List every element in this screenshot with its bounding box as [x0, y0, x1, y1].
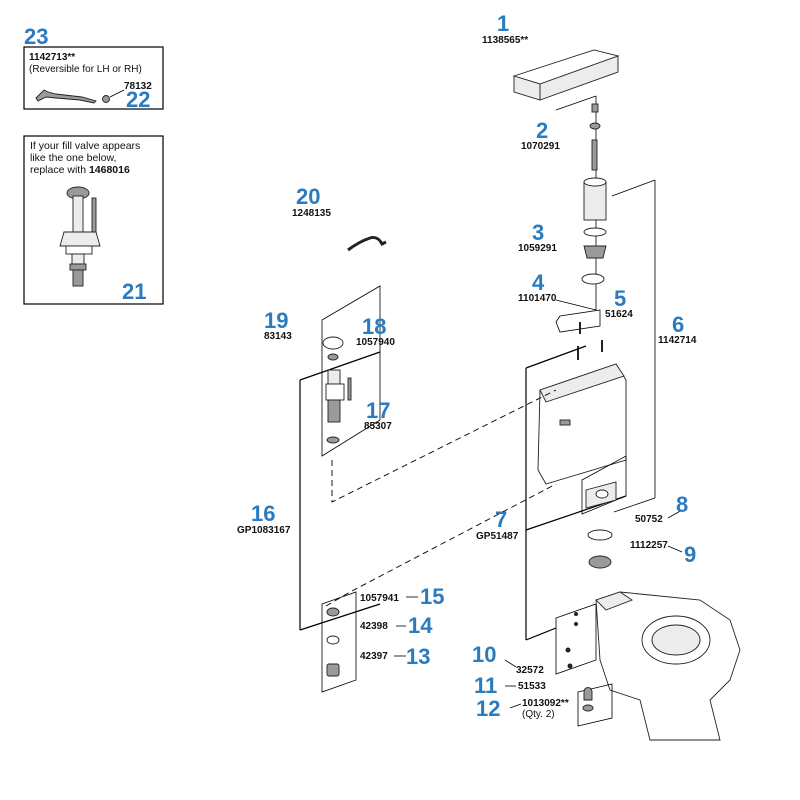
item-6-group: 6 1142714 — [611, 179, 697, 513]
item-16-group: 16 GP1083167 — [237, 501, 291, 536]
fill-valve-icon — [322, 336, 352, 444]
callout-6: 6 — [672, 312, 684, 337]
callout-3: 3 — [532, 220, 544, 245]
toilet-bowl-icon — [595, 591, 741, 741]
item-9-group: 1112257 9 — [588, 540, 696, 569]
item-15-group: 1057941 15 — [326, 584, 444, 617]
part-3: 1059291 — [518, 243, 557, 254]
tank-lid-group: 1 1138565** — [482, 11, 620, 101]
dashed-guides — [325, 389, 557, 607]
callout-11: 11 — [474, 673, 497, 698]
gasket-icon-4 — [581, 273, 605, 285]
part-12-qty: (Qty. 2) — [522, 709, 555, 720]
bracket-icon — [585, 481, 617, 509]
part-20: 1248135 — [292, 208, 331, 219]
fill-valve-frame — [23, 135, 164, 305]
note-line-2: like the one below, — [30, 152, 116, 164]
part-17: 85307 — [364, 421, 392, 432]
callout-2: 2 — [536, 118, 548, 143]
washer-icon-14 — [326, 635, 340, 645]
item-17-group: 17 85307 — [364, 398, 392, 432]
washer-icon-15 — [326, 607, 340, 617]
callout-18: 18 — [362, 314, 386, 339]
callout-13: 13 — [406, 644, 430, 669]
trip-lever-frame — [23, 46, 164, 110]
item-11-group: 11 51533 — [474, 673, 546, 698]
item-4-group: 4 1101470 — [518, 270, 605, 304]
item-8-group: 50752 8 — [587, 492, 688, 541]
part-5: 51624 — [605, 309, 633, 320]
part-4: 1101470 — [518, 293, 557, 304]
part-2: 1070291 — [521, 141, 560, 152]
callout-21: 21 — [122, 279, 146, 304]
bolt-cap-icon — [583, 687, 593, 701]
bowl-hardware-frame — [525, 530, 597, 675]
tank-icon — [537, 363, 627, 485]
part-11: 51533 — [518, 681, 546, 692]
trip-lever-icon — [35, 89, 97, 104]
callout-20: 20 — [296, 184, 320, 209]
refill-tube-group: 20 1248135 — [292, 184, 387, 252]
small-nut-icon — [591, 103, 599, 113]
callout-15: 15 — [420, 584, 444, 609]
part-15: 1057941 — [360, 593, 399, 604]
callout-10: 10 — [472, 642, 496, 667]
item-5-group: 5 51624 — [555, 286, 633, 360]
callout-23: 23 — [24, 24, 48, 49]
item-10-group: 10 32572 — [472, 642, 544, 676]
part-18: 1057940 — [356, 337, 395, 348]
callout-7: 7 — [495, 507, 507, 532]
gasket-icon-3 — [583, 227, 607, 237]
part-7: GP51487 — [476, 531, 519, 542]
part-19: 83143 — [264, 331, 292, 342]
washer-icon-2 — [589, 122, 601, 130]
part-13: 42397 — [360, 651, 388, 662]
note-line-3: replace with 1468016 — [30, 164, 130, 176]
callout-9: 9 — [684, 542, 696, 567]
fill-valve-frame — [299, 285, 381, 693]
part-12: 1013092** — [522, 698, 569, 709]
item-3-group: 3 1059291 — [518, 220, 607, 259]
part-9: 1112257 — [630, 540, 668, 551]
item-2-group: 2 1070291 — [521, 103, 601, 171]
trip-lever-box: 23 1142713** (Reversible for LH or RH) 7… — [23, 24, 164, 112]
callout-16: 16 — [251, 501, 275, 526]
item-18-group: 18 1057940 — [356, 314, 395, 348]
valve-seat-icon — [583, 245, 607, 259]
part-1: 1138565** — [482, 35, 528, 46]
part-10: 32572 — [516, 665, 544, 676]
nut-icon-13 — [326, 663, 340, 677]
callout-17: 17 — [366, 398, 390, 423]
old-fill-valve-icon — [59, 186, 101, 287]
fill-valve-note-box: If your fill valve appears like the one … — [23, 135, 164, 305]
gasket-icon-8 — [587, 529, 613, 541]
item-12-group: 12 1013092** (Qty. 2) — [476, 683, 613, 727]
seal-icon-9 — [588, 555, 612, 569]
note-line-1: If your fill valve appears — [30, 140, 140, 152]
item-14-group: 42398 14 — [326, 613, 433, 645]
part-22: 78132 — [124, 81, 152, 92]
overflow-pipe-icon — [591, 139, 598, 171]
refill-tube-icon — [347, 236, 387, 252]
part-6: 1142714 — [658, 335, 697, 346]
callout-1: 1 — [497, 11, 509, 36]
flush-valve-body-icon — [583, 177, 607, 221]
part-14: 42398 — [360, 621, 388, 632]
nut-icon-22 — [102, 95, 110, 103]
part-23: 1142713** — [29, 52, 75, 63]
item-19-group: 19 83143 — [264, 308, 292, 342]
callout-22: 22 — [126, 87, 150, 112]
callout-4: 4 — [532, 270, 545, 295]
callout-5: 5 — [614, 286, 626, 311]
part-8: 50752 — [635, 514, 663, 525]
callout-19: 19 — [264, 308, 288, 333]
item-13-group: 42397 13 — [326, 644, 430, 677]
callout-14: 14 — [408, 613, 433, 638]
callout-12: 12 — [476, 696, 500, 721]
callout-8: 8 — [676, 492, 688, 517]
part-23-note: (Reversible for LH or RH) — [29, 64, 142, 75]
part-16: GP1083167 — [237, 525, 291, 536]
